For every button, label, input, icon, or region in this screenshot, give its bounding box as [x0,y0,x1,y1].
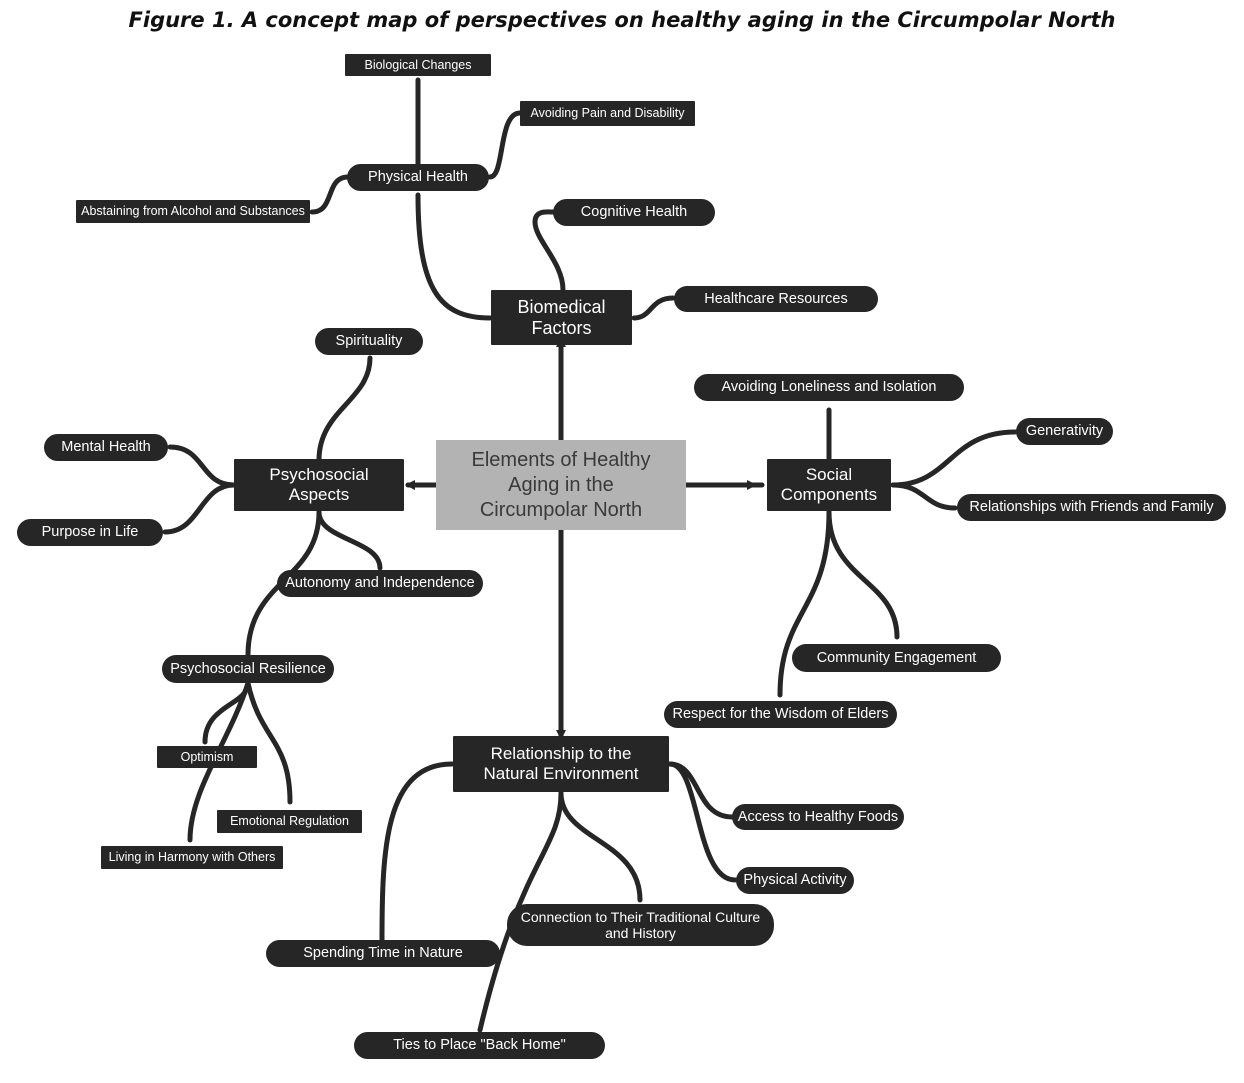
generativity-node: Generativity [1016,418,1113,445]
purpose-in-life-node: Purpose in Life [17,519,163,546]
biological-changes-node: Biological Changes [345,54,491,76]
emotional-regulation-node: Emotional Regulation [217,810,362,833]
physical-health-node: Physical Health [347,164,489,191]
psychosocial-resilience-node: Psychosocial Resilience [162,655,334,683]
healthcare-resources-node: Healthcare Resources [674,286,878,312]
autonomy-node: Autonomy and Independence [277,570,483,597]
natural-environment-node: Relationship to the Natural Environment [453,736,669,792]
optimism-node: Optimism [157,746,257,768]
psychosocial-aspects-node: Psychosocial Aspects [234,459,404,511]
figure-title: Figure 1. A concept map of perspectives … [128,8,1116,32]
avoiding-pain-node: Avoiding Pain and Disability [520,101,695,126]
social-components-node: Social Components [767,459,891,511]
physical-activity-node: Physical Activity [736,867,854,894]
connection-culture-node: Connection to Their Traditional Culture … [507,904,774,946]
avoiding-loneliness-node: Avoiding Loneliness and Isolation [694,374,964,401]
access-foods-node: Access to Healthy Foods [732,804,904,830]
spirituality-node: Spirituality [315,328,423,355]
central-concept: Elements of Healthy Aging in the Circump… [436,440,686,530]
spending-time-nature-node: Spending Time in Nature [266,940,500,967]
respect-elders-node: Respect for the Wisdom of Elders [664,701,897,728]
ties-to-place-node: Ties to Place "Back Home" [354,1032,605,1059]
cognitive-health-node: Cognitive Health [553,199,715,226]
biomedical-factors-node: Biomedical Factors [491,290,632,345]
abstaining-node: Abstaining from Alcohol and Substances [76,200,310,223]
mental-health-node: Mental Health [44,434,168,461]
living-harmony-node: Living in Harmony with Others [101,846,283,869]
community-engagement-node: Community Engagement [792,644,1001,672]
relationships-friends-node: Relationships with Friends and Family [957,494,1226,521]
